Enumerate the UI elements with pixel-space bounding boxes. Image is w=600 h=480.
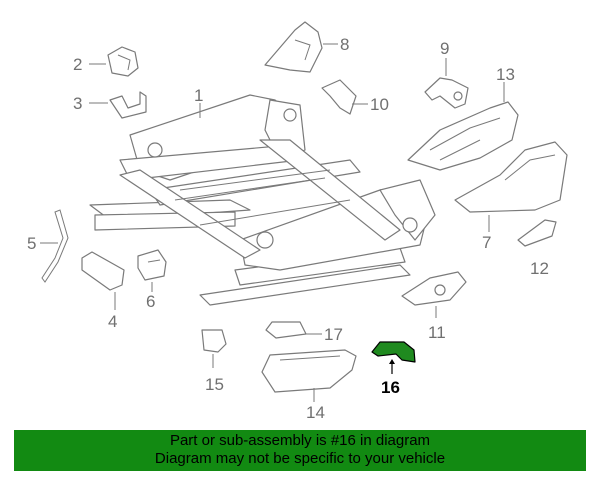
part-13-recliner: [407, 101, 519, 171]
parts-diagram: 1 2 3 8 10 9 13 7: [27, 21, 568, 422]
callout-1: 1: [194, 86, 203, 105]
part-17-bracket: [265, 321, 307, 339]
part-15-clip: [201, 329, 227, 353]
part-3-clip: [109, 91, 147, 119]
part-6-clip: [137, 249, 167, 281]
callout-17: 17: [324, 325, 343, 344]
callout-6: 6: [146, 292, 155, 311]
part-1-seat-frame: [89, 94, 436, 306]
part-12-trim: [517, 219, 557, 247]
callout-3: 3: [73, 94, 82, 113]
callout-12: 12: [530, 259, 549, 278]
callout-9: 9: [440, 39, 449, 58]
callout-14: 14: [306, 403, 325, 422]
callout-16: 16: [381, 378, 400, 397]
callout-5: 5: [27, 234, 36, 253]
part-4-cover: [81, 251, 125, 291]
callout-8: 8: [340, 35, 349, 54]
banner-line-2: Diagram may not be specific to your vehi…: [154, 450, 446, 467]
part-16-highlighted: [371, 341, 416, 363]
part-14-side-cover: [261, 349, 357, 393]
banner-line-1: Part or sub-assembly is #16 in diagram: [169, 432, 431, 449]
callout-13: 13: [496, 65, 515, 84]
callout-15: 15: [205, 375, 224, 394]
part-2-bracket: [107, 46, 139, 77]
callout-4: 4: [108, 312, 117, 331]
part-8-bracket: [264, 21, 323, 73]
part-info-banner: Part or sub-assembly is #16 in diagram D…: [14, 430, 586, 471]
part-11-cover: [401, 271, 467, 306]
callout-11: 11: [428, 323, 446, 342]
callout-2: 2: [73, 55, 82, 74]
callout-10: 10: [370, 95, 389, 114]
part-5-rod: [41, 209, 69, 283]
leader-16-arrowhead: [389, 359, 395, 364]
part-10-bracket: [321, 79, 357, 115]
callout-7: 7: [482, 233, 491, 252]
part-7-side-shield: [454, 141, 568, 213]
part-9-link: [424, 77, 469, 109]
